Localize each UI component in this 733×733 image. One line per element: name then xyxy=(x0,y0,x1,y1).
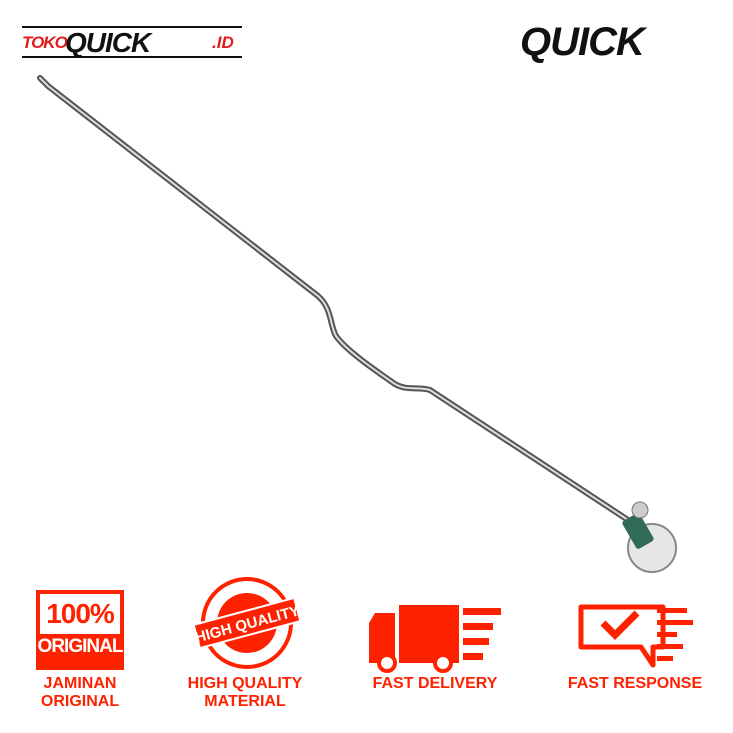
feature-label: JAMINAN ORIGINAL xyxy=(0,675,160,711)
quick-brand-logo: QUICK xyxy=(520,20,645,64)
chat-check-icon xyxy=(578,604,693,668)
truck-icon xyxy=(369,605,501,673)
logo-prefix: TOKO xyxy=(22,33,68,52)
logo-bottom-bar xyxy=(22,56,242,58)
logo-suffix: .ID xyxy=(212,33,234,52)
feature-label-line1: HIGH QUALITY xyxy=(187,675,303,692)
feature-label-line1: JAMINAN xyxy=(43,675,117,692)
feature-label: FAST DELIVERY xyxy=(372,675,498,692)
logo-name: QUICK xyxy=(65,27,151,58)
feature-label-line2: ORIGINAL xyxy=(40,693,120,710)
badge-original: ORIGINAL xyxy=(37,636,124,657)
badge-percent: 100% xyxy=(40,594,120,634)
feature-label: HIGH QUALITY MATERIAL xyxy=(165,675,325,711)
original-badge-icon: 100% ORIGINAL xyxy=(36,590,124,670)
tokoquick-logo: TOKO QUICK .ID xyxy=(22,26,248,58)
logo-top-bar xyxy=(22,26,242,28)
quality-stamp-icon: HIGH QUALITY xyxy=(192,577,302,669)
feature-label: FAST RESPONSE xyxy=(567,675,703,692)
feature-label-line2: MATERIAL xyxy=(204,693,286,710)
